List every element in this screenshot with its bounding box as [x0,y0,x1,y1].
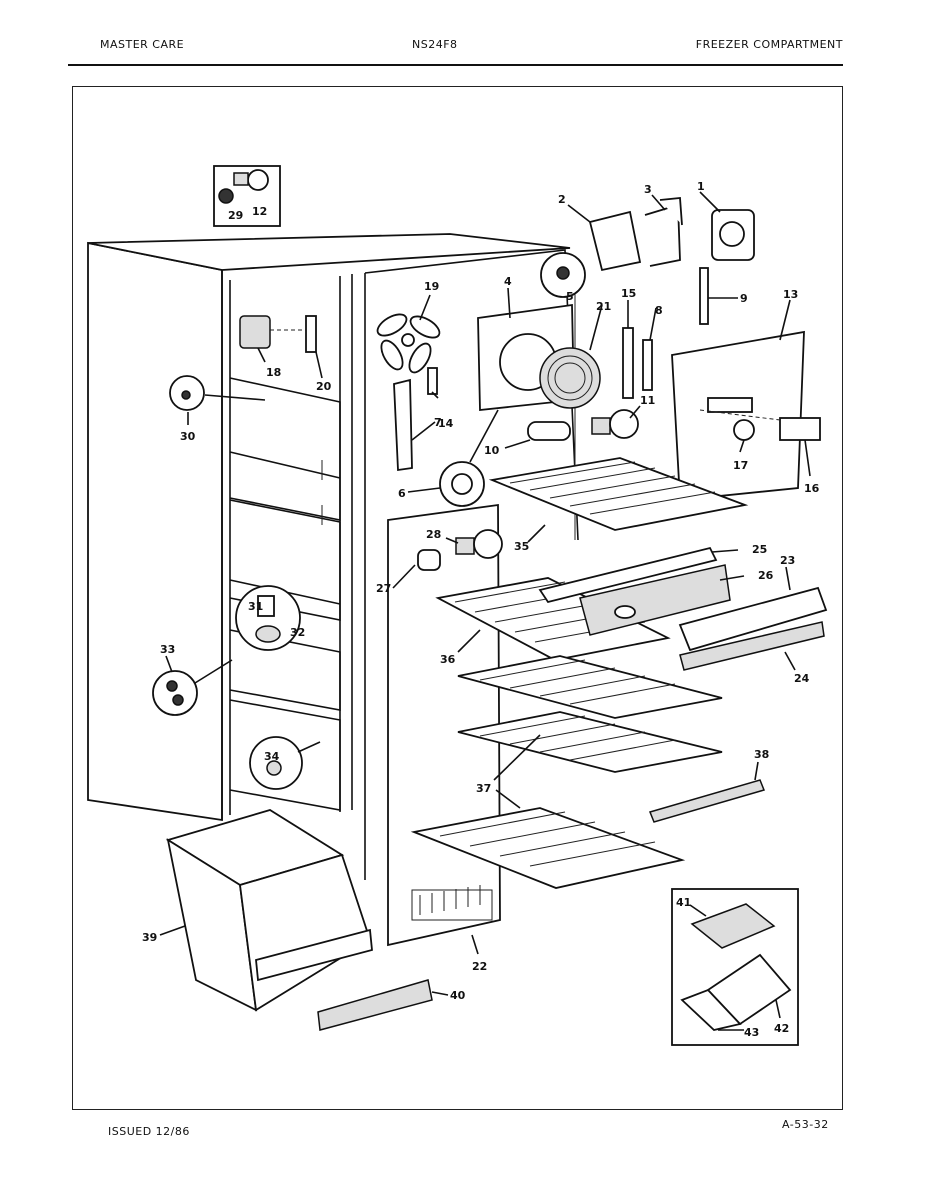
bin-39 [165,809,373,1012]
part-label: 15 [621,287,636,300]
part-label: 34 [264,750,280,763]
part-label: 14 [438,417,454,430]
header-title: MASTER CARE [100,38,185,51]
lamp-27-28 [417,529,503,571]
part-number-labels: 1 2 3 4 5 6 7 8 9 10 11 12 13 14 15 16 1… [142,180,820,1039]
fan-shroud [477,303,601,411]
part-label: 30 [180,430,196,443]
rails-23-24 [678,586,828,671]
part-label: 5 [566,290,574,303]
part-label: 33 [160,643,175,656]
fan-blade [376,313,441,374]
part-label: 12 [252,205,267,218]
part-label: 18 [266,366,281,379]
shelves-37 [410,655,723,889]
part-label: 32 [290,626,305,639]
part-label: 43 [744,1026,759,1039]
shelf-36 [435,546,731,661]
section-title: FREEZER COMPARTMENT [695,38,843,51]
part-label: 1 [697,180,705,193]
part-label: 16 [804,482,820,495]
part-label: 9 [740,292,748,305]
shelf-35 [488,457,749,531]
part-label: 6 [398,487,406,500]
header-rule [68,64,843,66]
part-label: 7 [434,416,442,429]
part-label: 35 [514,540,529,553]
part-label: 8 [655,304,663,317]
control-14-6 [393,378,499,507]
issued-date: ISSUED 12/86 [108,1125,190,1138]
callout-circles [152,375,321,790]
part-label: 11 [640,394,655,407]
part-label: 21 [596,300,611,313]
part-label: 27 [376,582,391,595]
page-code: A-53-32 [782,1118,829,1131]
part-label: 37 [476,782,491,795]
part-label: 20 [316,380,332,393]
strip-38 [648,779,766,823]
part-label: 2 [558,193,566,206]
part-label: 29 [228,209,243,222]
part-label: 40 [450,989,466,1002]
part-label: 24 [794,672,810,685]
part-label: 10 [484,444,500,457]
part-label: 38 [754,748,769,761]
rear-panel [387,503,501,947]
part-label: 39 [142,931,157,944]
inset-29-12 [213,165,281,227]
part-label: 19 [424,280,439,293]
part-label: 42 [774,1022,789,1035]
part-label: 25 [752,543,767,556]
lamp-10-11 [527,409,639,441]
top-brackets [588,197,755,325]
diagram-frame [72,86,843,1110]
inset-41-42-43 [671,888,799,1046]
part-label: 17 [733,459,748,472]
part-label: 4 [504,275,512,288]
door-parts-18-20 [239,315,317,353]
part-label: 3 [644,183,652,196]
part-label: 41 [676,896,691,909]
part-label: 31 [248,600,263,613]
part-label: 36 [440,653,456,666]
part-label: 28 [426,528,441,541]
strip-40 [317,979,433,1031]
part-label: 23 [780,554,795,567]
control-knob-5 [540,252,586,298]
part-label: 26 [758,569,774,582]
part-label: 22 [472,960,487,973]
leader-lines [159,191,811,1031]
part-label: 13 [783,288,798,301]
model-number: NS24F8 [412,38,458,51]
cover-panel-13 [671,330,821,501]
